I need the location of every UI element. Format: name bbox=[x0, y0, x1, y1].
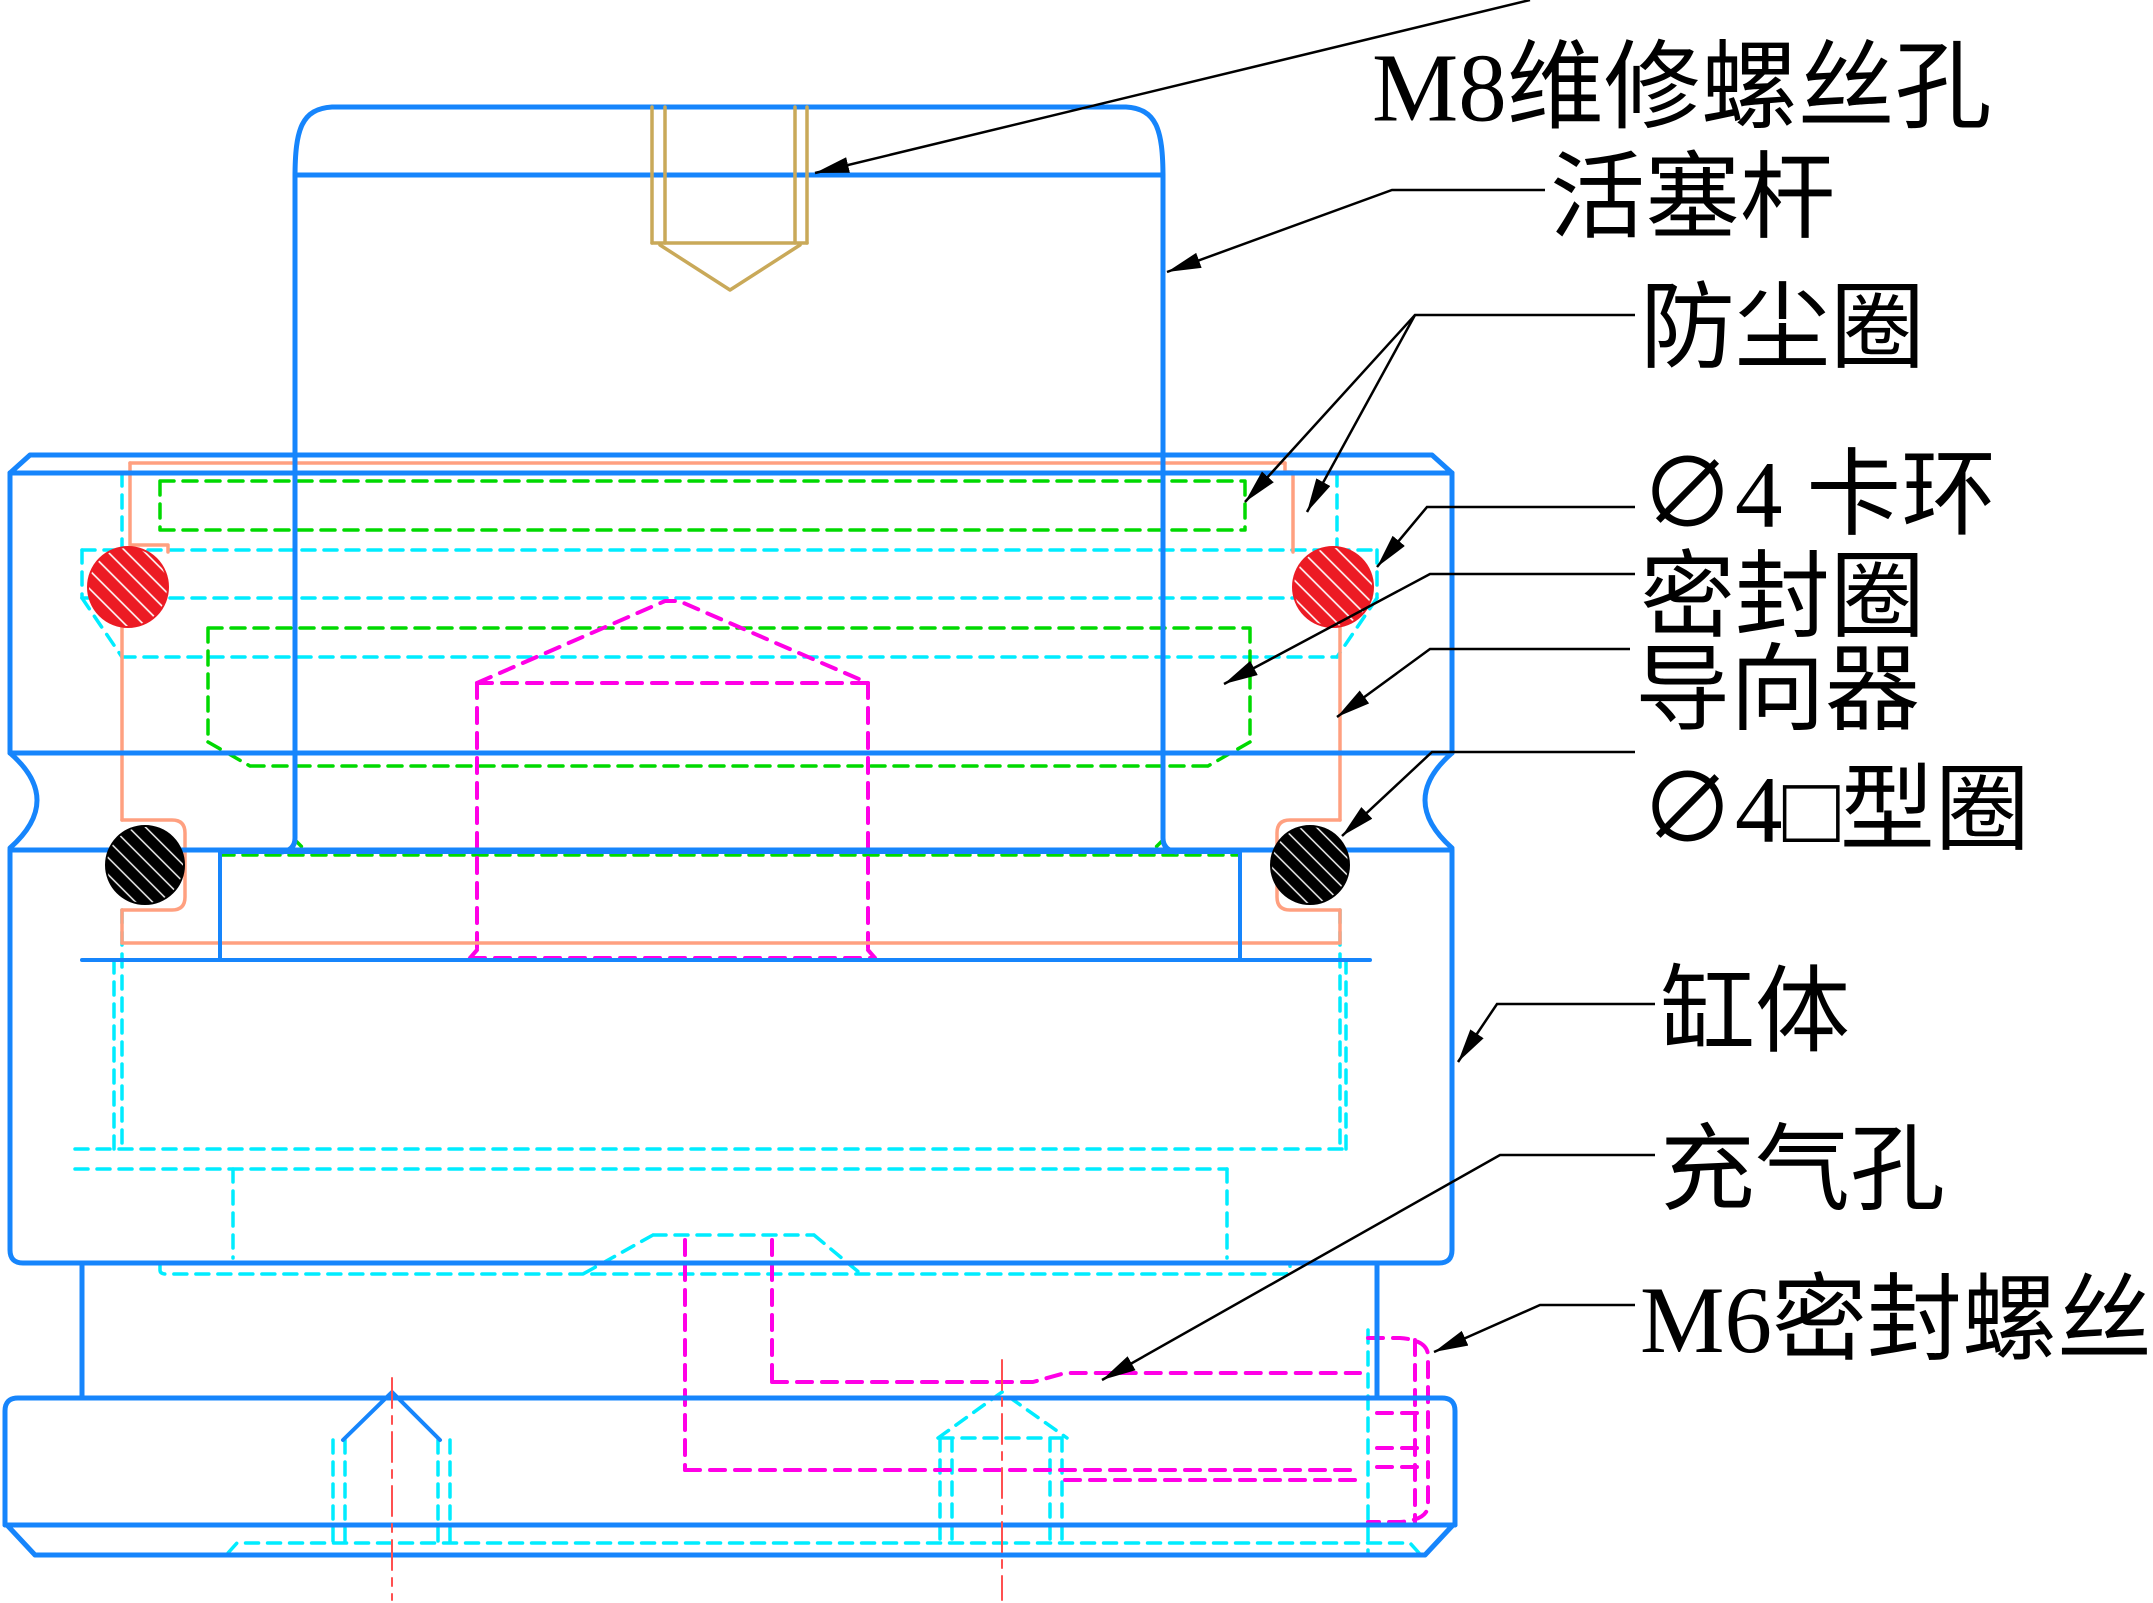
piston-outline bbox=[80, 850, 1372, 962]
o-ring-black-left bbox=[105, 825, 185, 905]
guide-cap-outline bbox=[7, 452, 1455, 851]
leader-guide bbox=[1336, 647, 1630, 719]
bottom-plate-outline bbox=[2, 1390, 1458, 1558]
label-seal-ring: 密封圈 bbox=[1640, 544, 1925, 650]
leader-seal-ring bbox=[1223, 572, 1635, 686]
leader-cylinder-body bbox=[1456, 1002, 1655, 1063]
label-o-ring: ∅4□型圈 bbox=[1640, 757, 2030, 863]
leader-charge-hole bbox=[1101, 1153, 1655, 1382]
label-snap-ring: ∅4 卡环 bbox=[1640, 442, 1996, 548]
guide-part-outline bbox=[120, 461, 1342, 945]
seal-ring-red-left bbox=[87, 546, 169, 628]
m8-screw-hole bbox=[650, 105, 809, 292]
leader-o-ring bbox=[1341, 750, 1635, 837]
label-m6-seal-screw: M6密封螺丝 bbox=[1640, 1267, 2152, 1373]
hidden-lines-magenta bbox=[468, 599, 1430, 1524]
o-ring-black-right bbox=[1270, 825, 1350, 905]
label-dust-ring: 防尘圈 bbox=[1640, 275, 1925, 381]
centerlines bbox=[391, 1359, 1003, 1601]
label-m8-service-hole: M8维修螺丝孔 bbox=[1372, 35, 1992, 142]
leader-piston-rod bbox=[1166, 188, 1545, 274]
cylinder-body-outline bbox=[7, 847, 1455, 1401]
hidden-lines-cyan bbox=[73, 471, 1421, 1555]
leader-lines bbox=[814, 0, 1655, 1382]
leader-m6-seal-screw bbox=[1433, 1303, 1635, 1354]
leader-snap-ring bbox=[1376, 505, 1635, 568]
seal-ring-red-right bbox=[1292, 546, 1374, 628]
part-labels: M8维修螺丝孔 活塞杆 防尘圈 ∅4 卡环 密封圈 导向器 ∅4□型圈 缸体 充… bbox=[1372, 35, 2152, 1374]
label-charge-hole: 充气孔 bbox=[1660, 1117, 1945, 1223]
leader-m8-service-hole bbox=[814, 0, 1531, 175]
leader-dust-ring-b bbox=[1305, 314, 1417, 513]
label-guide: 导向器 bbox=[1635, 637, 1920, 743]
hidden-lines-green bbox=[158, 479, 1252, 959]
label-piston-rod: 活塞杆 bbox=[1550, 145, 1835, 251]
label-cylinder-body: 缸体 bbox=[1660, 959, 1850, 1065]
